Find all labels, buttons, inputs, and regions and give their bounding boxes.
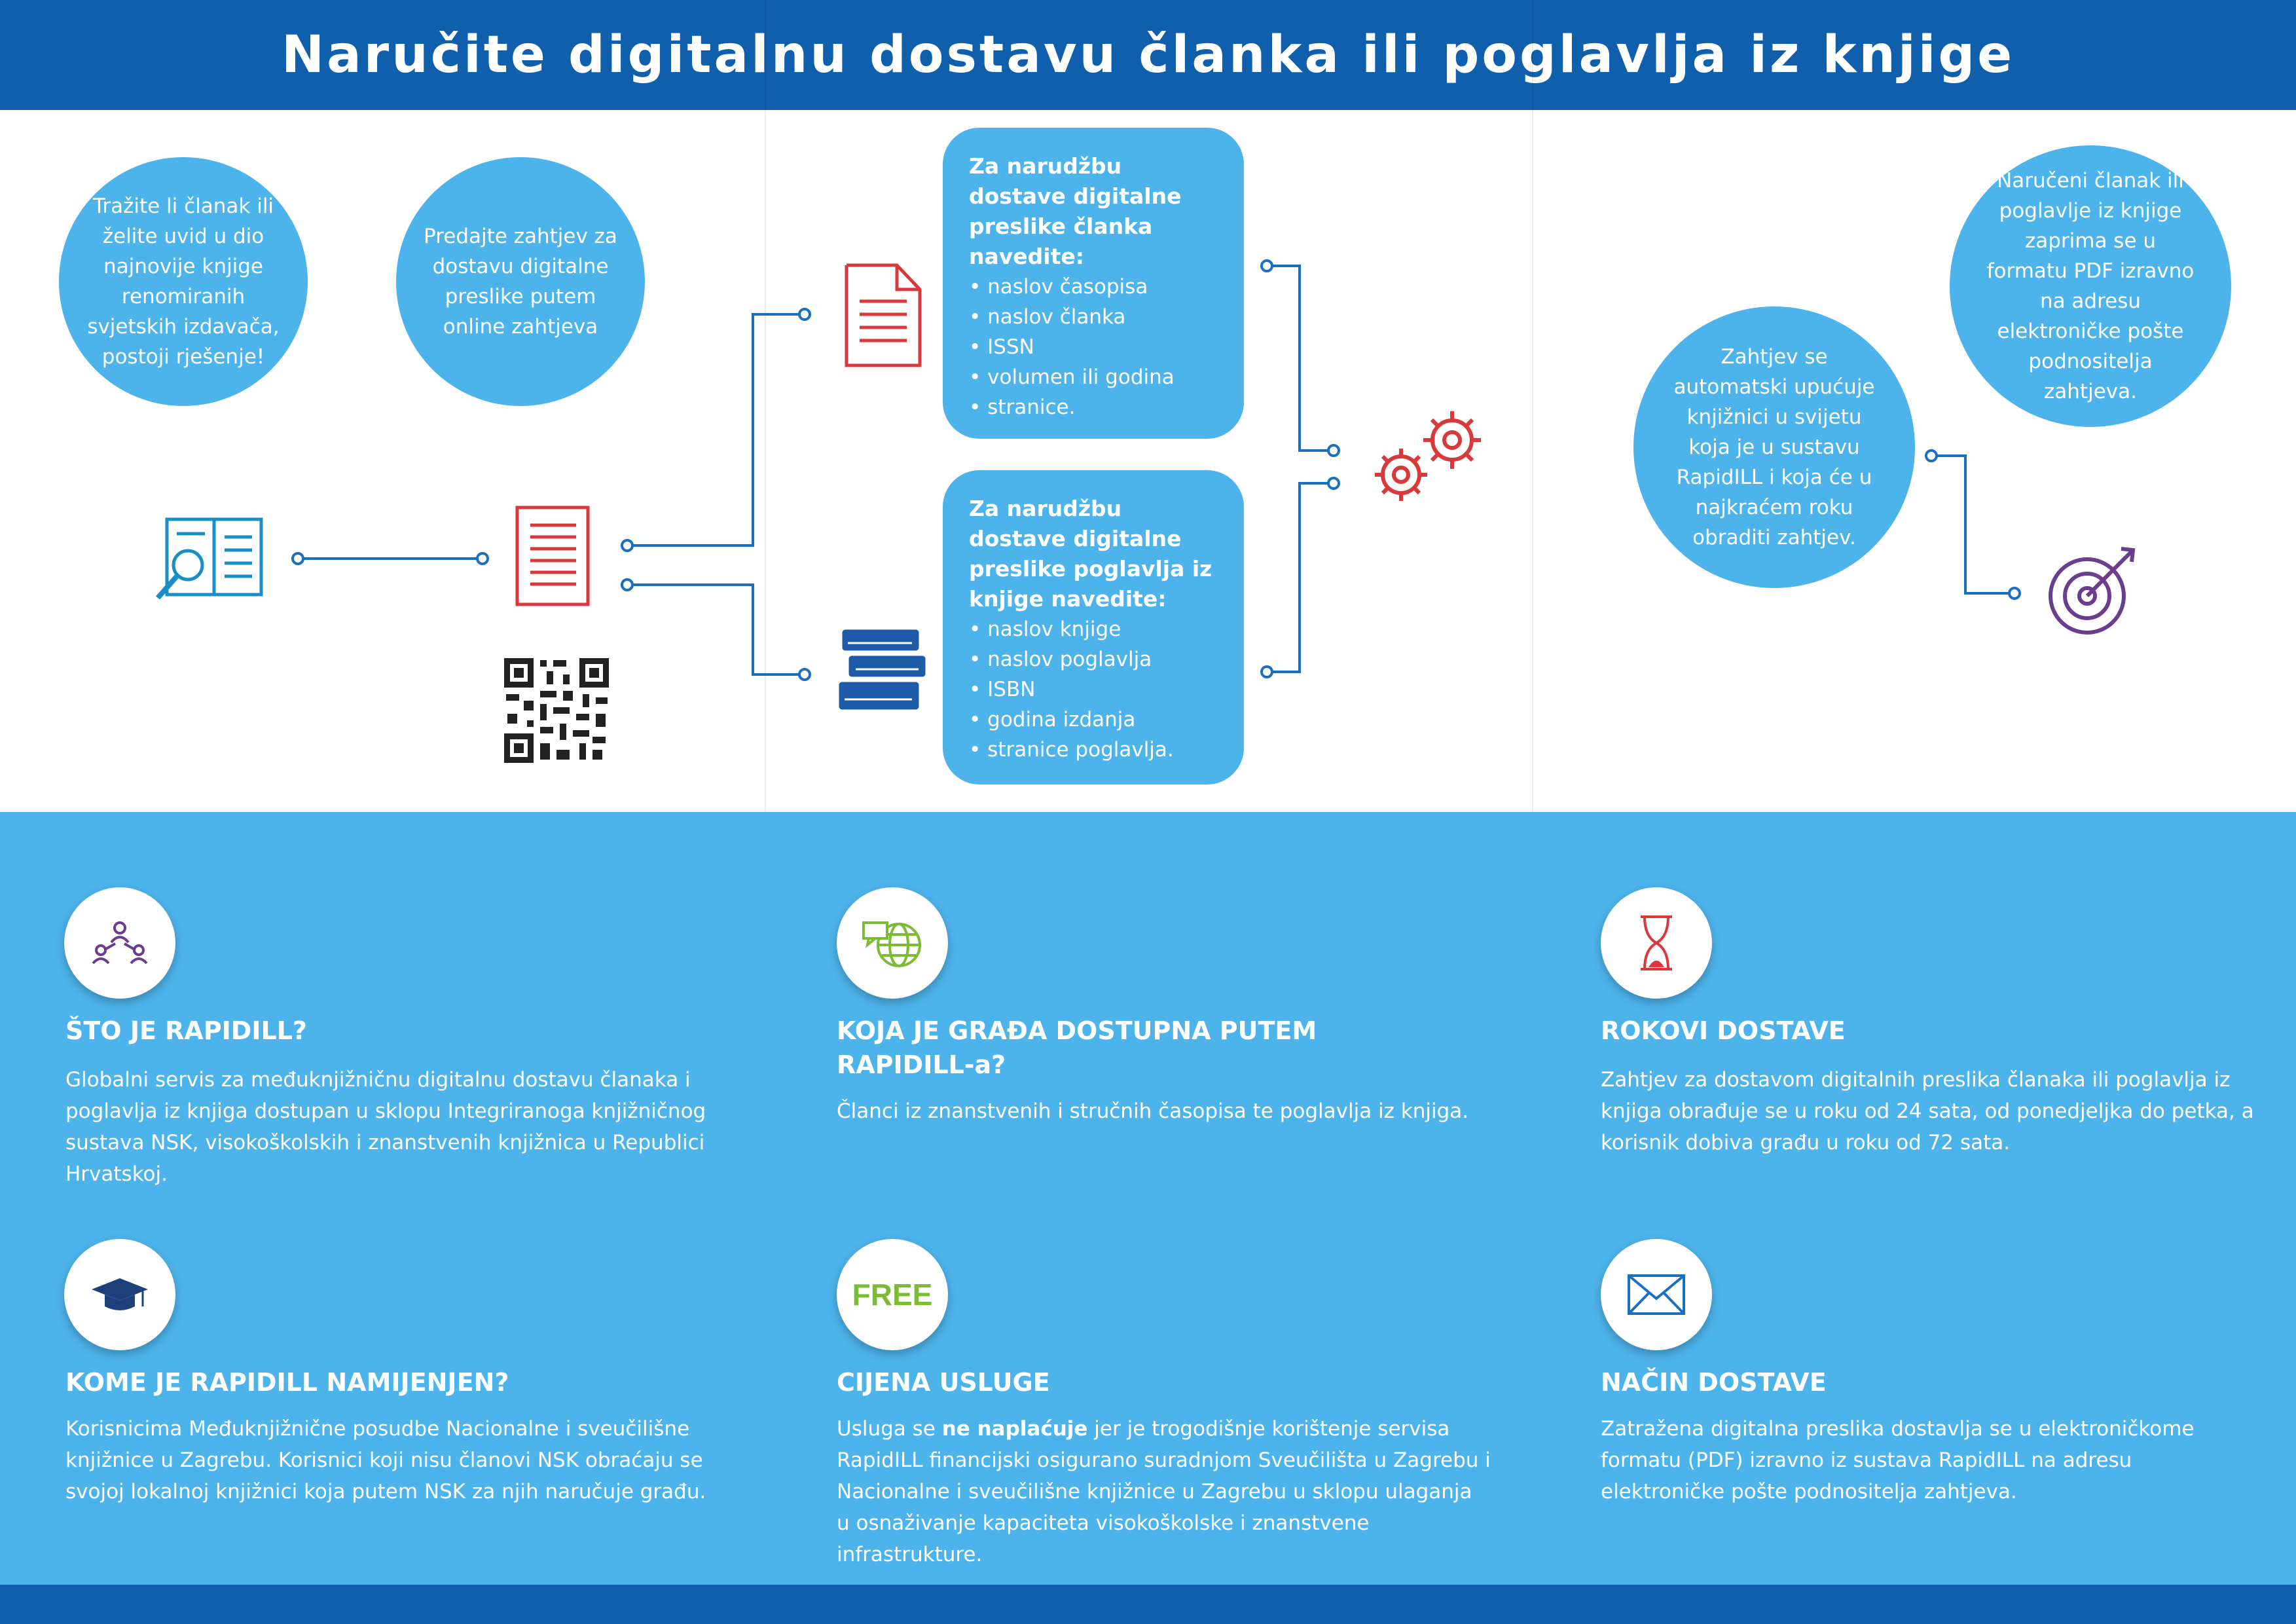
- list-item: ISBN: [969, 674, 1218, 705]
- header-bar: [0, 0, 2296, 110]
- list-item: volumen ili godina: [969, 362, 1218, 392]
- target-icon: [2049, 547, 2136, 635]
- price-text-bold: ne naplaćuje: [941, 1417, 1088, 1441]
- materials-text: Članci iz znanstvenih i stručnih časopis…: [837, 1099, 1469, 1123]
- list-item: godina izdanja: [969, 705, 1218, 735]
- delivery-text: Zatražena digitalna preslika dostavlja s…: [1601, 1417, 2195, 1504]
- chapter-box-heading: Za narudžbu dostave digitalne preslike p…: [969, 496, 1212, 612]
- intro-circle: Tražite li članak ili želite uvid u dio …: [59, 157, 308, 406]
- books-stack-icon: [837, 627, 928, 712]
- price-text: Usluga se ne naplaćuje jer je trogodišnj…: [837, 1413, 1491, 1570]
- price-text-start: Usluga se: [837, 1417, 942, 1441]
- article-requirements-box: Za narudžbu dostave digitalne preslike č…: [943, 128, 1244, 439]
- article-document-icon: [845, 263, 922, 367]
- request-circle-text: Predajte zahtjev za dostavu digitalne pr…: [424, 225, 617, 339]
- people-network-icon: [64, 887, 175, 999]
- delivery-circle-text: Naručeni članak ili poglavlje iz knjige …: [1986, 169, 2195, 403]
- price-heading: CIJENA USLUGE: [837, 1368, 1050, 1397]
- list-item: naslov poglavlja: [969, 644, 1218, 674]
- list-item: naslov knjige: [969, 614, 1218, 644]
- free-badge-text: FREE: [852, 1278, 933, 1312]
- price-text-end: jer je trogodišnje korištenje servisa Ra…: [837, 1417, 1491, 1566]
- list-item: ISSN: [969, 332, 1218, 362]
- brochure-search-icon: [156, 517, 263, 600]
- info-panel: [0, 812, 2296, 1585]
- flow-connectors: [291, 259, 2021, 681]
- routing-circle-text: Zahtjev se automatski upućuje knjižnici …: [1673, 345, 1875, 549]
- delivery-circle: Naručeni članak ili poglavlje iz knjige …: [1950, 145, 2231, 427]
- what-heading: ŠTO JE RAPIDILL?: [65, 1016, 307, 1045]
- envelope-icon: [1601, 1239, 1712, 1350]
- intro-circle-text: Tražite li članak ili želite uvid u dio …: [87, 194, 280, 369]
- list-item: naslov članka: [969, 302, 1218, 332]
- delivery-heading: NAČIN DOSTAVE: [1601, 1368, 1827, 1397]
- deadlines-text: Zahtjev za dostavom digitalnih preslika …: [1601, 1068, 2254, 1154]
- gears-icon: [1375, 411, 1481, 501]
- request-circle: Predajte zahtjev za dostavu digitalne pr…: [396, 157, 645, 406]
- list-item: stranice.: [969, 392, 1218, 422]
- article-box-list: naslov časopisa naslov članka ISSN volum…: [969, 272, 1218, 422]
- free-badge: FREE: [837, 1239, 948, 1350]
- what-text: Globalni servis za međuknjižničnu digita…: [65, 1068, 706, 1186]
- routing-circle: Zahtjev se automatski upućuje knjižnici …: [1633, 306, 1915, 588]
- list-item: stranice poglavlja.: [969, 735, 1218, 765]
- page-title: Naručite digitalnu dostavu članka ili po…: [281, 26, 2015, 84]
- qr-code-icon[interactable]: [501, 655, 612, 766]
- request-form-icon: [515, 506, 590, 606]
- deadlines-heading: ROKOVI DOSTAVE: [1601, 1016, 1846, 1045]
- audience-text: Korisnicima Međuknjižnične posudbe Nacio…: [65, 1417, 706, 1504]
- footer-bar: [0, 1585, 2296, 1624]
- globe-chat-icon: [837, 887, 948, 999]
- materials-heading: KOJA JE GRAĐA DOSTUPNA PUTEM RAPIDILL-a?: [837, 1016, 1317, 1079]
- graduation-cap-icon: [64, 1239, 175, 1350]
- hourglass-icon: [1601, 887, 1712, 999]
- chapter-box-list: naslov knjige naslov poglavlja ISBN godi…: [969, 614, 1218, 765]
- chapter-requirements-box: Za narudžbu dostave digitalne preslike p…: [943, 470, 1244, 784]
- list-item: naslov časopisa: [969, 272, 1218, 302]
- audience-heading: KOME JE RAPIDILL NAMIJENJEN?: [65, 1368, 509, 1397]
- article-box-heading: Za narudžbu dostave digitalne preslike č…: [969, 153, 1182, 269]
